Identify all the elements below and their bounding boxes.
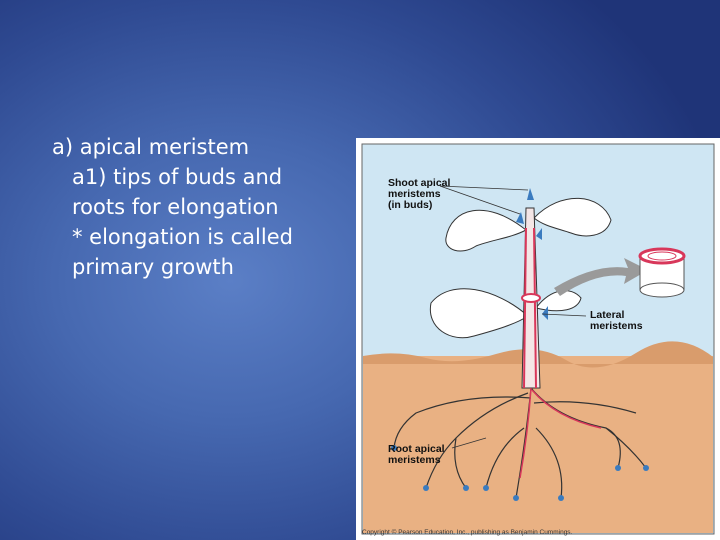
tube-inner-ring	[647, 251, 677, 261]
bullet-line-3: * elongation is called	[72, 225, 293, 249]
copyright-notice: Copyright © Pearson Education, Inc., pub…	[362, 529, 573, 536]
label-shoot-line3: (in buds)	[388, 199, 433, 211]
label-leader-lines	[439, 185, 587, 449]
bullet-line-4: primary growth	[72, 255, 234, 279]
plant-meristem-figure: Shoot apical meristems (in buds) Lateral…	[356, 138, 720, 540]
label-lateral-meristems: Lateral meristems	[590, 310, 643, 332]
bud-axillary-2	[536, 228, 542, 240]
bud-axillary-3	[542, 306, 548, 320]
label-root-line2: meristems	[388, 454, 441, 466]
tube-bottom	[639, 282, 685, 298]
bud-terminal	[527, 188, 534, 200]
slide-body-text: a) apical meristem a1) tips of buds and …	[52, 132, 342, 282]
heading-apical-meristem: a) apical meristem	[52, 135, 250, 159]
stem-cross-section	[521, 293, 541, 303]
label-lateral-line2: meristems	[590, 320, 643, 332]
label-lateral-line1: Lateral	[590, 309, 625, 321]
arrow-to-lateral-meristem	[554, 258, 648, 296]
leaf-lower-right	[535, 290, 582, 312]
leaf-upper-right	[533, 197, 612, 237]
stem-vascular-left	[523, 227, 527, 389]
label-root-line1: Root apical	[388, 443, 445, 455]
label-shoot-apical-meristems: Shoot apical meristems (in buds)	[388, 178, 450, 211]
label-shoot-line2: meristems	[388, 188, 441, 200]
bullet-line-1: a1) tips of buds and	[72, 165, 283, 189]
root-vascular	[519, 387, 602, 479]
root-system	[393, 387, 647, 499]
label-shoot-line1: Shoot apical	[388, 177, 451, 189]
leaf-lower-left	[429, 288, 529, 339]
bullet-line-2: roots for elongation	[72, 195, 279, 219]
stem-vascular-right	[533, 227, 537, 389]
leaf-upper-left	[445, 209, 527, 252]
root-apical-tips	[391, 445, 649, 501]
plant-illustration	[361, 143, 715, 535]
label-root-apical-meristems: Root apical meristems	[388, 444, 445, 466]
bud-axillary-1	[516, 212, 524, 224]
